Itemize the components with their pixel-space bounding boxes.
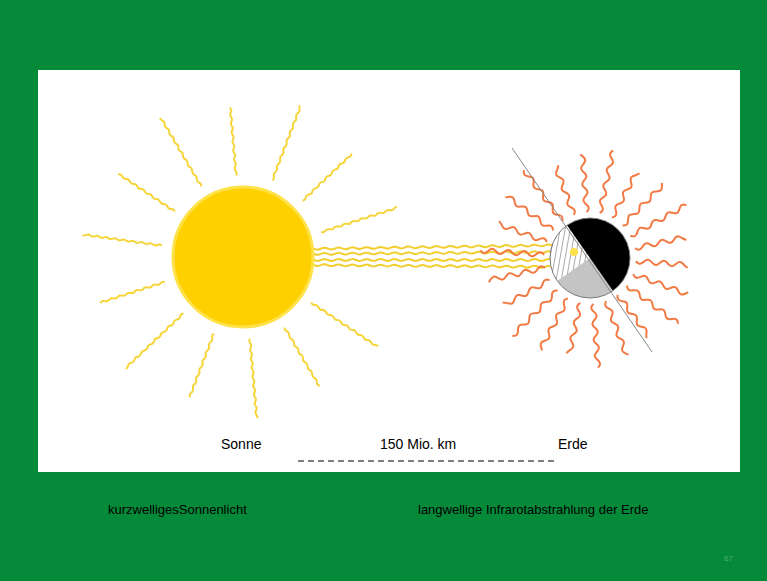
sun-beam: [300, 251, 572, 255]
sun-disc: [173, 187, 313, 327]
sun-ray: [126, 313, 183, 369]
infrared-ray: [630, 205, 686, 237]
infrared-ray: [627, 286, 678, 324]
sun-beams: [300, 244, 572, 268]
infrared-ray: [480, 249, 544, 257]
longwave-caption: langwellige Infrarotabstrahlung der Erde: [418, 502, 649, 517]
white-panel: [38, 70, 740, 472]
infrared-ray: [566, 303, 580, 353]
sun-ray: [160, 118, 202, 186]
infrared-ray: [499, 221, 547, 242]
infrared-ray: [580, 154, 588, 212]
infrared-ray: [489, 266, 545, 282]
sun-ray: [311, 303, 378, 347]
sun-ray: [285, 328, 320, 386]
infrared-ray: [612, 173, 639, 217]
infrared-ray: [600, 150, 614, 213]
earth-outline: [550, 218, 630, 298]
sun-ray: [321, 207, 397, 232]
earth-label: Erde: [558, 436, 588, 452]
sun-ray: [272, 105, 300, 180]
distance-line: [298, 460, 556, 461]
sun-ray: [230, 108, 237, 176]
infrared-ray: [636, 260, 688, 268]
infrared-ray: [635, 236, 686, 249]
sun-label: Sonne: [221, 436, 261, 452]
infrared-ray: [605, 301, 628, 355]
infrared-ray: [617, 295, 646, 338]
infrared-rays: [480, 150, 688, 367]
earth: [534, 202, 645, 313]
sun-ray: [118, 174, 175, 211]
infrared-ray: [591, 304, 600, 368]
page-number: 67: [724, 554, 733, 563]
sun-ray: [303, 153, 352, 200]
sun-ray: [190, 334, 214, 398]
sun-ray: [249, 339, 257, 419]
sun-beam: [300, 264, 572, 268]
shortwave-caption: kurzwelligesSonnenlicht: [108, 502, 247, 517]
sun-ray: [100, 282, 165, 303]
sun-beam: [300, 244, 572, 250]
distance-label: 150 Mio. km: [380, 436, 456, 452]
infrared-ray: [633, 274, 688, 294]
infrared-ray: [541, 298, 568, 350]
sun-beam: [300, 259, 572, 261]
terminator-line: [512, 148, 652, 352]
sun-rays: [82, 105, 397, 418]
infrared-ray: [512, 291, 557, 336]
sun-ray: [82, 234, 161, 245]
infrared-ray: [503, 280, 550, 304]
infrared-ray: [556, 165, 575, 215]
